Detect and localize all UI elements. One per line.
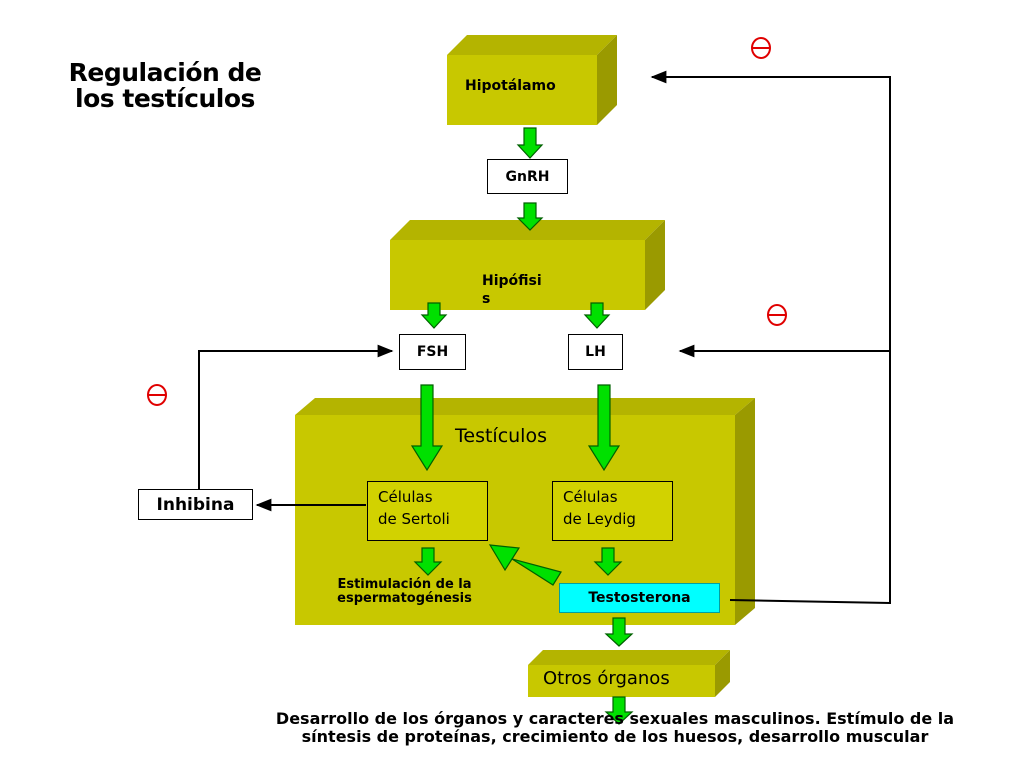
effects-description: Desarrollo de los órganos y caracteres s… <box>275 709 955 746</box>
green-arrows <box>410 127 634 725</box>
inhibina-label: Inhibina <box>156 494 235 515</box>
arrow-fsh-sertoli <box>410 384 444 472</box>
leydig-box: Células de Leydig <box>552 481 673 541</box>
fsh-box: FSH <box>399 334 466 370</box>
arrow-hipotalamo-gnrh <box>516 127 544 159</box>
sertoli-label: Células de Sertoli <box>378 488 450 528</box>
estimulacion-label: Estimulación de la espermatogénesis <box>337 577 472 606</box>
arrow-sertoli-estimulacion <box>413 547 443 576</box>
inhibition-markers <box>147 37 787 406</box>
leydig-label: Células de Leydig <box>563 488 636 528</box>
arrow-lh-leydig <box>587 384 621 472</box>
sertoli-box: Células de Sertoli <box>367 481 488 541</box>
arrow-leydig-testosterona <box>593 547 623 576</box>
minus-circle-icon <box>767 304 787 326</box>
hipotalamo-block <box>447 35 617 125</box>
arrow-testosterona-sertoli <box>488 544 562 586</box>
otros-organos-block <box>528 650 730 697</box>
arrow-hipofisis-lh <box>583 302 611 329</box>
minus-circle-icon <box>147 384 167 406</box>
arrow-hipofisis-fsh <box>420 302 448 329</box>
arrow-gnrh-hipofisis <box>516 202 544 231</box>
arrow-testosterona-otros <box>604 617 634 647</box>
feedback-lines <box>198 70 891 605</box>
testiculos-label: Testículos <box>455 425 547 447</box>
gnrh-label: GnRH <box>505 168 550 185</box>
fsh-label: FSH <box>416 344 449 360</box>
otros-organos-label: Otros órganos <box>543 668 670 689</box>
lh-label: LH <box>585 344 606 360</box>
inhibina-box: Inhibina <box>138 489 253 520</box>
gnrh-box: GnRH <box>487 159 568 194</box>
feedback-testosterona-hipotalamo <box>650 70 891 605</box>
testosterona-label: Testosterona <box>588 590 691 606</box>
testosterona-box: Testosterona <box>559 583 720 613</box>
hipofisis-block <box>390 220 665 310</box>
lh-box: LH <box>568 334 623 370</box>
arrow-otros-bottom <box>604 696 634 725</box>
minus-circle-icon <box>751 37 771 59</box>
page-title: Regulación de los testículos <box>68 58 262 113</box>
hipofisis-label: Hipófisi s <box>482 273 542 307</box>
feedback-inhibina-fsh <box>198 344 394 490</box>
hipotalamo-label: Hipotálamo <box>465 78 556 94</box>
